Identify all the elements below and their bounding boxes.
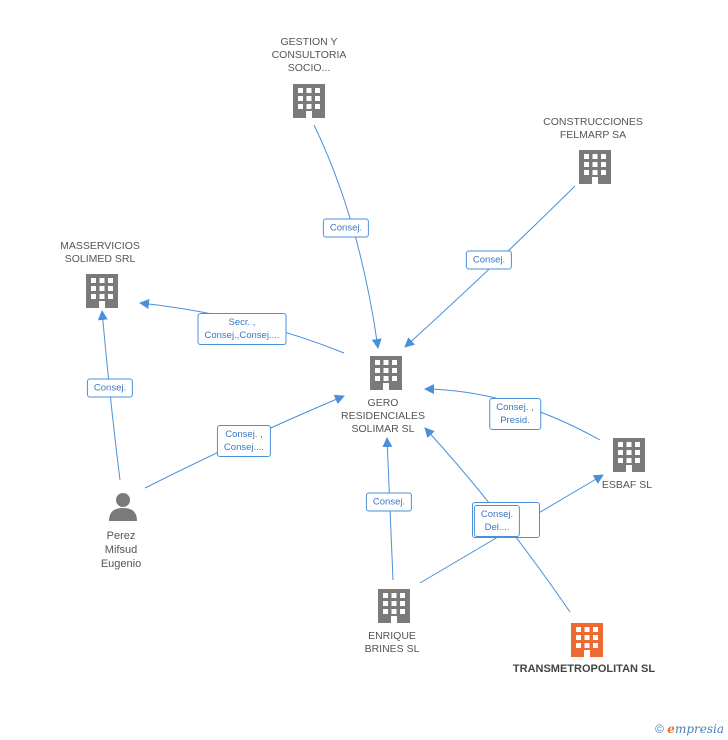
- edge-label-text: Consej.: [93, 382, 127, 394]
- building-icon[interactable]: [86, 274, 118, 308]
- node-label-perez[interactable]: Perez Mifsud Eugenio: [101, 529, 141, 571]
- edges: [97, 124, 604, 613]
- label-text: TRANSMETROPOLITAN SL: [512, 663, 656, 675]
- edge-label-text: Secr. , Consej.,Consej....: [204, 317, 280, 341]
- person-icon[interactable]: [109, 493, 137, 521]
- edge-label-construcciones-gero[interactable]: Consej.: [465, 250, 513, 270]
- edge-label-perez-masservicios[interactable]: Consej.: [86, 378, 134, 398]
- building-icon[interactable]: [370, 356, 402, 390]
- watermark: © empresia: [655, 722, 724, 736]
- edge-label-transmetropolitan[interactable]: Consej. Del....: [473, 505, 521, 537]
- edge-label-enrique-gero[interactable]: Consej.: [365, 492, 413, 512]
- edge-label-gestion-gero[interactable]: Consej.: [322, 218, 370, 238]
- edge-label-esbaf-gero[interactable]: Consej. , Presid.: [489, 398, 541, 430]
- edge-perez-masservicios: [97, 310, 121, 481]
- edge-label-perez-gero[interactable]: Consej. , Consej....: [216, 425, 272, 457]
- node-label-masservicios[interactable]: MASSERVICIOS SOLIMED SRL: [60, 240, 140, 266]
- edge-label-text: Consej.: [329, 222, 363, 234]
- brand-name: mpresia: [674, 722, 724, 736]
- edge-label-gero-masservicios[interactable]: Secr. , Consej.,Consej....: [197, 313, 287, 345]
- node-label-esbaf[interactable]: ESBAF SL: [602, 479, 652, 492]
- label-text: GERO RESIDENCIALES SOLIMAR SL: [340, 397, 426, 435]
- label-text: GESTION Y CONSULTORIA SOCIO...: [271, 36, 347, 74]
- edge-label-text: Consej. Del....: [480, 509, 514, 533]
- label-text: ENRIQUE BRINES SL: [364, 630, 420, 655]
- label-text: ESBAF SL: [601, 479, 653, 491]
- node-label-transmetropolitan[interactable]: TRANSMETROPOLITAN SL: [513, 663, 655, 676]
- building-icon[interactable]: [579, 150, 611, 184]
- node-label-enrique[interactable]: ENRIQUE BRINES SL: [365, 630, 420, 656]
- node-label-gestion[interactable]: GESTION Y CONSULTORIA SOCIO...: [272, 36, 347, 75]
- node-label-gero[interactable]: GERO RESIDENCIALES SOLIMAR SL: [341, 397, 425, 436]
- copyright-symbol: ©: [655, 722, 664, 736]
- edge-label-text: Consej.: [372, 496, 406, 508]
- node-label-construcciones[interactable]: CONSTRUCCIONES FELMARP SA: [543, 116, 643, 142]
- brand-logo-e: e: [667, 722, 675, 736]
- building-icon[interactable]: [613, 438, 645, 472]
- label-text: Perez Mifsud Eugenio: [100, 530, 142, 570]
- label-text: MASSERVICIOS SOLIMED SRL: [60, 240, 140, 265]
- edge-label-text: Consej. , Presid.: [496, 402, 534, 426]
- building-icon[interactable]: [378, 589, 410, 623]
- building-icon[interactable]: [571, 623, 603, 657]
- building-icon[interactable]: [293, 84, 325, 118]
- edge-label-text: Consej.: [472, 254, 506, 266]
- label-text: CONSTRUCCIONES FELMARP SA: [543, 116, 643, 141]
- edge-label-text: Consej. , Consej....: [223, 429, 265, 453]
